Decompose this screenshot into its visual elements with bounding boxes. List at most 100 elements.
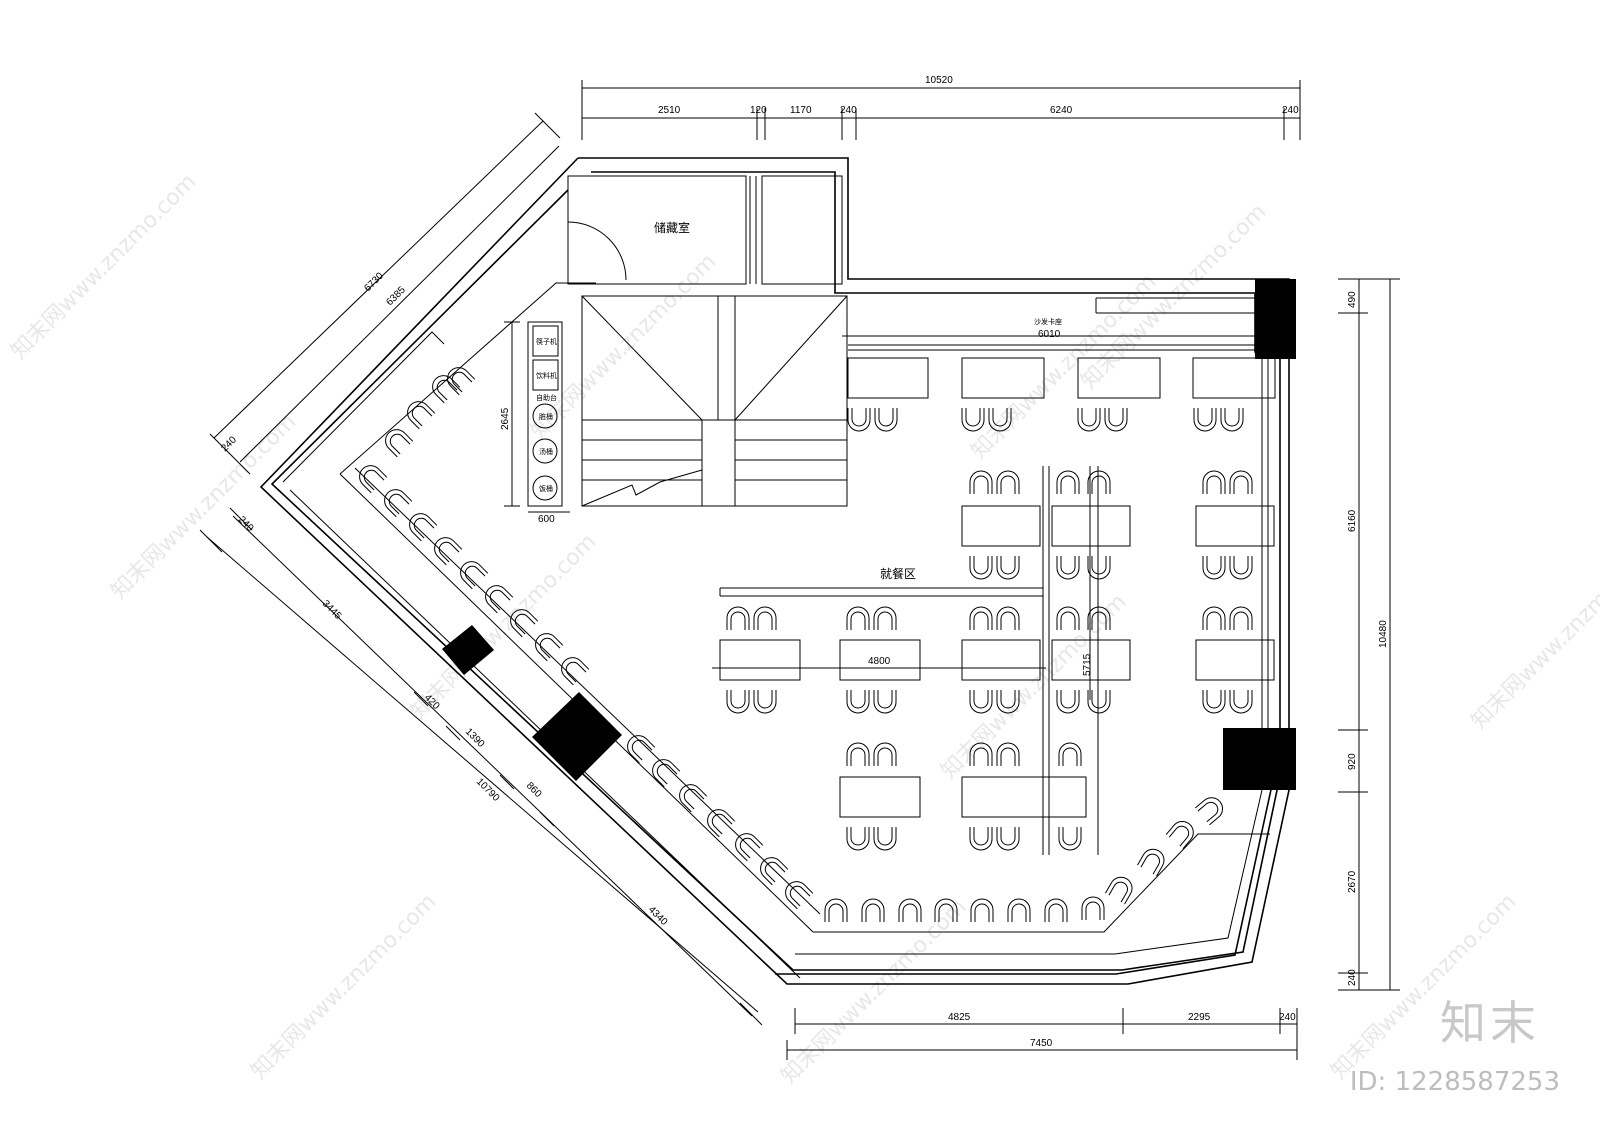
- chair: [434, 537, 463, 566]
- chair: [1087, 556, 1111, 580]
- chair: [970, 898, 994, 922]
- chair: [873, 742, 897, 766]
- chair: [535, 633, 564, 662]
- chair: [1202, 556, 1226, 580]
- watermark-text: 知末网www.znzmo.com: [1467, 539, 1600, 734]
- chair: [485, 585, 514, 614]
- structural-columns: [442, 279, 1296, 790]
- chair: [996, 827, 1020, 851]
- chair: [1193, 408, 1217, 432]
- chair: [1087, 470, 1111, 494]
- chair: [409, 513, 438, 542]
- chair: [1087, 690, 1111, 714]
- chair: [753, 690, 777, 714]
- chair: [753, 606, 777, 630]
- chair: [510, 609, 539, 638]
- chair: [1058, 827, 1082, 851]
- dim-top-4: 240: [840, 105, 857, 116]
- dim-diag-upper-inner: 6385: [384, 284, 408, 308]
- chair: [996, 556, 1020, 580]
- chair: [1202, 470, 1226, 494]
- chair: [969, 690, 993, 714]
- chair: [652, 759, 681, 788]
- dim-sofa-length: 6010: [1038, 329, 1061, 340]
- chair: [785, 881, 814, 910]
- storage-room-label: 储藏室: [654, 220, 690, 235]
- dim-diag-lower-total: 10790: [474, 776, 502, 804]
- watermark-text: 知末网www.znzmo.com: [937, 589, 1132, 784]
- chair: [1165, 821, 1194, 850]
- dim-top-5: 6240: [1050, 105, 1073, 116]
- chair: [1105, 876, 1133, 905]
- chair: [1007, 898, 1031, 922]
- dish-bucket-label: 脏桶: [539, 412, 553, 421]
- chair: [873, 690, 897, 714]
- chair: [707, 809, 736, 838]
- chair: [1056, 470, 1080, 494]
- dim-right-1: 490: [1347, 291, 1358, 308]
- chair: [1229, 556, 1253, 580]
- chair: [1081, 896, 1105, 920]
- chair: [846, 742, 870, 766]
- chair: [847, 408, 871, 432]
- watermark-text: 知末网www.znzmo.com: [247, 889, 442, 1084]
- dim-right-3: 920: [1347, 753, 1358, 770]
- chair: [988, 408, 1012, 432]
- dim-bottom-total: 7450: [1030, 1038, 1053, 1049]
- chair: [934, 898, 958, 922]
- chair: [385, 429, 414, 458]
- chair: [561, 657, 590, 686]
- dim-top-6: 240: [1282, 105, 1299, 116]
- chair: [432, 375, 461, 404]
- chair: [861, 898, 885, 922]
- storage-room: 储藏室: [567, 175, 843, 285]
- chair: [873, 827, 897, 851]
- dim-right-5: 240: [1347, 969, 1358, 986]
- chair: [1220, 408, 1244, 432]
- chair: [1087, 606, 1111, 630]
- dim-top-total: 10520: [925, 75, 953, 86]
- chair: [996, 606, 1020, 630]
- watermark-text: 知末网www.znzmo.com: [1077, 199, 1272, 394]
- dim-diag-upper-total: 6730: [362, 270, 386, 294]
- chair: [627, 735, 656, 764]
- chair: [969, 827, 993, 851]
- watermark-text: 知末网www.znzmo.com: [107, 409, 302, 604]
- dim-diag-upper-wall: 240: [219, 434, 239, 454]
- chair: [1202, 690, 1226, 714]
- chair: [1229, 690, 1253, 714]
- dim-right-4: 2670: [1347, 870, 1358, 893]
- chair: [969, 470, 993, 494]
- chair: [969, 606, 993, 630]
- chair: [874, 408, 898, 432]
- soup-bucket-label: 汤桶: [539, 447, 553, 456]
- dim-dining-depth: 5715: [1082, 653, 1093, 676]
- dim-diag-lower-4: 860: [524, 780, 544, 800]
- chopstick-machine-label: 筷子机: [536, 337, 557, 346]
- dim-diag-lower-3: 1390: [463, 726, 487, 750]
- chair: [873, 606, 897, 630]
- image-id-text: ID: 1228587253: [1349, 1067, 1560, 1097]
- chair: [969, 742, 993, 766]
- chair: [1077, 408, 1101, 432]
- watermark-text: 知末网www.znzmo.com: [967, 269, 1162, 464]
- chair: [359, 465, 388, 494]
- chair: [1056, 556, 1080, 580]
- chair: [407, 401, 436, 430]
- brand-logo-text: 知末: [1440, 996, 1540, 1050]
- chair: [1044, 898, 1068, 922]
- chair: [846, 827, 870, 851]
- chairs: [359, 367, 1253, 922]
- watermark-layer: 知末网www.znzmo.com 知末网www.znzmo.com 知末网www…: [7, 169, 1600, 1089]
- dim-bottom-2: 2295: [1188, 1012, 1211, 1023]
- chair: [1202, 606, 1226, 630]
- chair: [1104, 408, 1128, 432]
- dim-top-1: 2510: [658, 105, 681, 116]
- chair: [996, 470, 1020, 494]
- watermark-text: 知末网www.znzmo.com: [7, 169, 202, 364]
- chair: [726, 690, 750, 714]
- chair: [1229, 470, 1253, 494]
- chair: [996, 690, 1020, 714]
- chair: [460, 561, 489, 590]
